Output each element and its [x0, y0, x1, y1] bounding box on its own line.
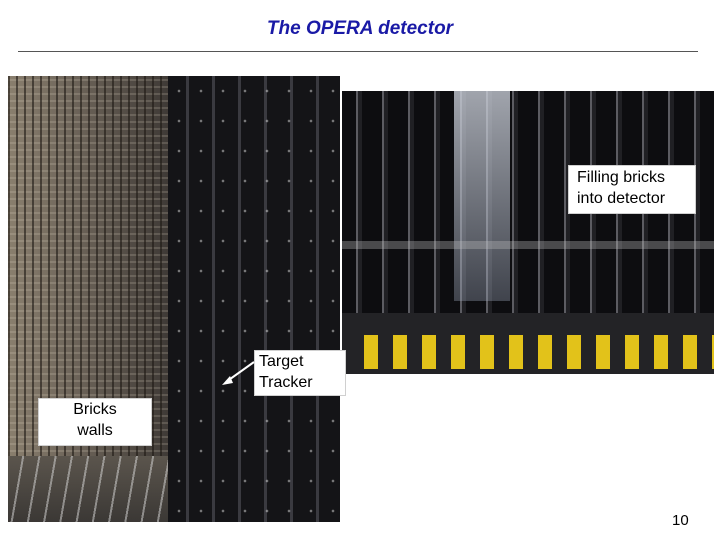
target-tracker-panels-region: [168, 76, 340, 522]
callout-filling-bricks: Filling bricks into detector: [568, 165, 696, 214]
callout-bricks-line-1: Bricks: [73, 401, 117, 418]
title-divider: [18, 51, 698, 52]
brick-loading-machine-region: [454, 91, 510, 301]
slide-title: The OPERA detector: [266, 18, 454, 39]
yellow-supports-region: [364, 335, 714, 369]
photo-filling-bricks: [342, 91, 714, 374]
callout-target-line-1: Target: [259, 353, 304, 370]
page-number: 10: [672, 512, 689, 529]
callout-target-tracker: Target Tracker: [254, 350, 346, 396]
callout-filling-line-1: Filling bricks: [577, 169, 666, 186]
photo-bricks-wall-and-target-tracker: [8, 76, 340, 522]
callout-bricks-walls: Bricks walls: [38, 398, 152, 446]
callout-target-line-2: Tracker: [259, 374, 313, 391]
callout-filling-line-2: into detector: [577, 190, 666, 207]
bricks-wall-image-region: [8, 76, 168, 522]
callout-bricks-line-2: walls: [77, 422, 113, 439]
floor-rails-image-region: [8, 456, 168, 522]
panel-rivets-texture: [168, 76, 340, 522]
wall-shelf-region: [342, 241, 714, 249]
